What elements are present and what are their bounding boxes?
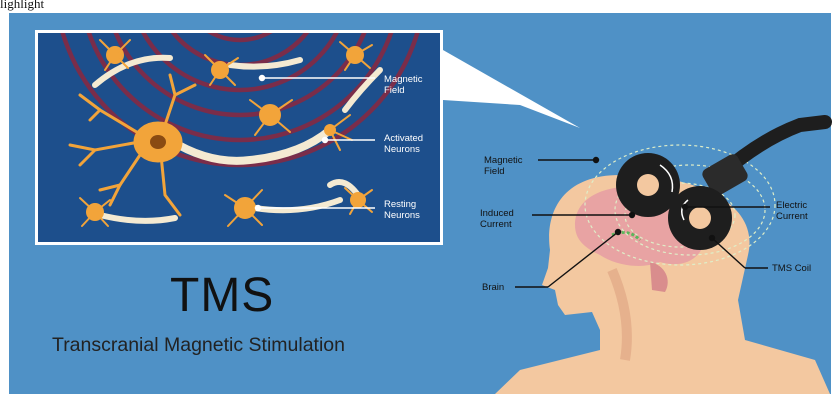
head-label-magnetic-field-1: Magnetic [484, 155, 523, 166]
head-label-induced-current-2: Current [480, 219, 512, 230]
head-label-magnetic-field-2: Field [484, 166, 505, 177]
head-label-induced-current-1: Induced [480, 208, 514, 219]
inset-label-magnetic-field-2: Field [384, 85, 405, 96]
inset-label-activated-neurons-2: Neurons [384, 144, 420, 155]
head-label-electric-current-2: Current [776, 211, 808, 222]
inset-label-magnetic-field-1: Magnetic [384, 74, 423, 85]
callout-pointer [443, 50, 580, 128]
head-label-electric-current-1: Electric [776, 200, 807, 211]
page-subtitle: Transcranial Magnetic Stimulation [52, 334, 345, 357]
inset-label-resting-neurons-1: Resting [384, 199, 416, 210]
head-label-tms-coil: TMS Coil [772, 263, 811, 274]
inset-label-activated-neurons-1: Activated [384, 133, 423, 144]
coil-hole-left [637, 174, 659, 196]
page-title: TMS [170, 268, 274, 323]
head-label-brain: Brain [482, 282, 504, 293]
coil-hole-right [689, 207, 711, 229]
inset-label-resting-neurons-2: Neurons [384, 210, 420, 221]
